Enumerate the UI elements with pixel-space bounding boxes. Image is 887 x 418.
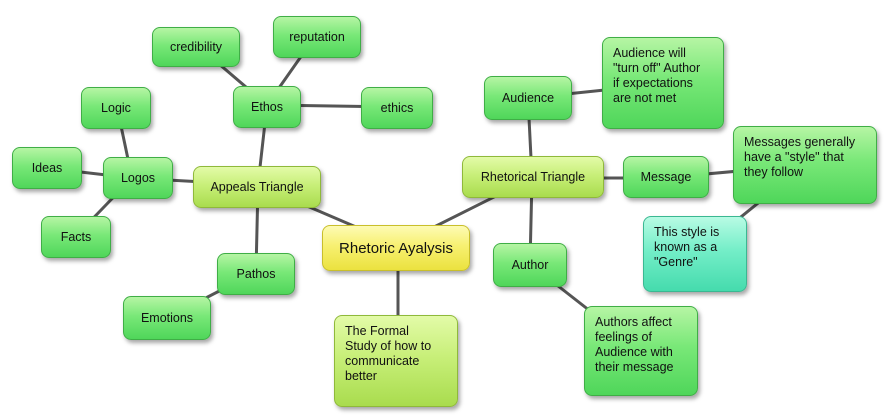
node-logic-label: Logic	[101, 100, 131, 115]
node-ethos[interactable]: Ethos	[233, 86, 301, 128]
node-ethos-label: Ethos	[251, 99, 283, 114]
node-audience-note[interactable]: Audience will "turn off" Author if expec…	[602, 37, 724, 129]
node-audience-note-label: Audience will "turn off" Author if expec…	[613, 46, 701, 105]
node-credibility[interactable]: credibility	[152, 27, 240, 67]
node-formal-study[interactable]: The Formal Study of how to communicate b…	[334, 315, 458, 407]
node-audience-label: Audience	[501, 90, 555, 105]
node-author-note-label: Authors affect feelings of Audience with…	[595, 315, 674, 374]
node-message-note[interactable]: Messages generally have a "style" that t…	[733, 126, 877, 204]
node-facts-label: Facts	[60, 229, 92, 244]
node-appeals-triangle[interactable]: Appeals Triangle	[193, 166, 321, 208]
node-message[interactable]: Message	[623, 156, 709, 198]
node-ideas[interactable]: Ideas	[12, 147, 82, 189]
node-ethics[interactable]: ethics	[361, 87, 433, 129]
node-author[interactable]: Author	[493, 243, 567, 287]
node-rhetorical-triangle-label: Rhetorical Triangle	[480, 169, 586, 184]
node-ethics-label: ethics	[380, 100, 414, 115]
node-rhetorical-triangle[interactable]: Rhetorical Triangle	[462, 156, 604, 198]
node-author-label: Author	[511, 257, 549, 272]
node-formal-study-label: The Formal Study of how to communicate b…	[345, 324, 432, 383]
node-author-note[interactable]: Authors affect feelings of Audience with…	[584, 306, 698, 396]
node-pathos-label: Pathos	[236, 266, 276, 281]
node-message-note-label: Messages generally have a "style" that t…	[744, 135, 856, 179]
node-emotions[interactable]: Emotions	[123, 296, 211, 340]
node-logos[interactable]: Logos	[103, 157, 173, 199]
node-logos-label: Logos	[120, 170, 156, 185]
node-rhetoric-analysis-label: Rhetoric Ayalysis	[339, 239, 453, 257]
node-reputation[interactable]: reputation	[273, 16, 361, 58]
node-emotions-label: Emotions	[140, 310, 194, 325]
node-genre-note-label: This style is known as a "Genre"	[654, 225, 720, 269]
node-logic[interactable]: Logic	[81, 87, 151, 129]
node-message-label: Message	[640, 169, 692, 184]
node-ideas-label: Ideas	[31, 160, 63, 175]
node-genre-note[interactable]: This style is known as a "Genre"	[643, 216, 747, 292]
node-pathos[interactable]: Pathos	[217, 253, 295, 295]
node-audience[interactable]: Audience	[484, 76, 572, 120]
node-reputation-label: reputation	[289, 29, 345, 44]
node-rhetoric-analysis[interactable]: Rhetoric Ayalysis	[322, 225, 470, 271]
node-appeals-triangle-label: Appeals Triangle	[210, 179, 304, 194]
node-facts[interactable]: Facts	[41, 216, 111, 258]
node-credibility-label: credibility	[169, 39, 223, 54]
